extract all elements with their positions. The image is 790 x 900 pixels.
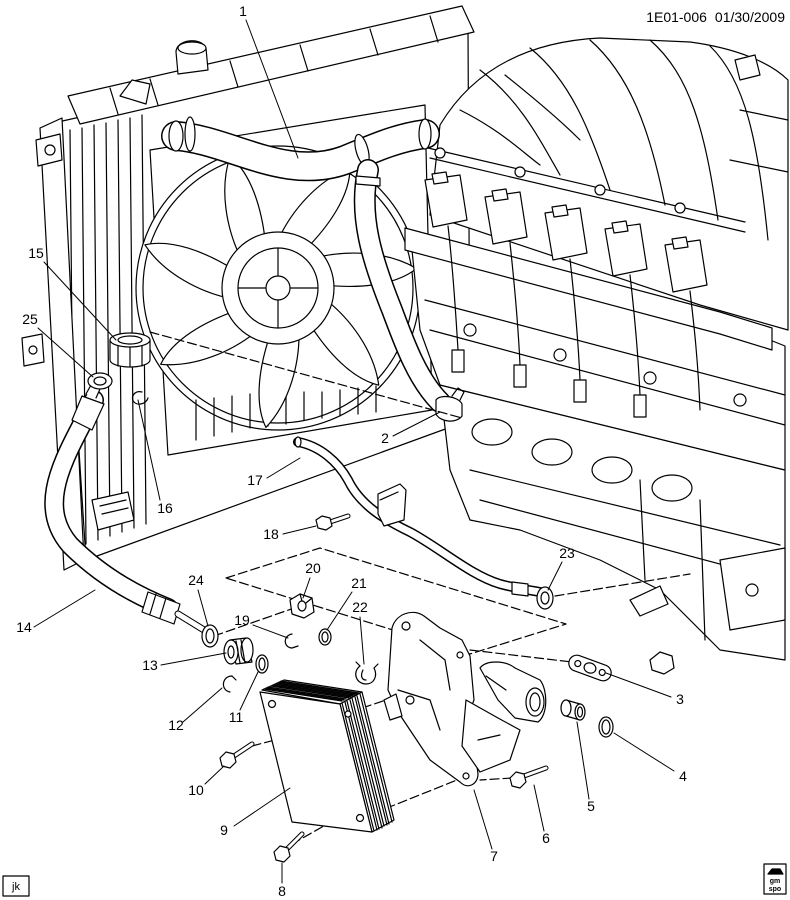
callout-12: 12	[168, 687, 223, 733]
o-ring-4	[598, 716, 614, 738]
callout-9: 9	[220, 787, 291, 838]
callout-15: 15	[28, 245, 117, 341]
svg-text:6: 6	[542, 830, 550, 846]
artist-initials-box: jk	[2, 875, 30, 897]
callout-21: 21	[326, 575, 367, 631]
diagram-date: 01/30/2009	[715, 9, 785, 25]
oil-cooler	[259, 679, 395, 833]
svg-text:5: 5	[587, 798, 595, 814]
clip-12	[222, 675, 237, 693]
callout-18: 18	[263, 525, 317, 542]
artist-initials: jk	[11, 881, 20, 893]
diagram-reference: 1E01-006 01/30/2009	[646, 9, 785, 25]
fitting-15	[109, 332, 151, 368]
svg-text:3: 3	[676, 691, 684, 707]
svg-text:12: 12	[168, 717, 184, 733]
callout-11: 11	[229, 671, 259, 725]
callout-6: 6	[533, 784, 550, 846]
valve-cover	[404, 227, 773, 351]
coolant-hose	[353, 159, 451, 413]
clip-16	[131, 391, 149, 405]
radiator-hose-upper	[161, 116, 440, 182]
callout-4: 4	[613, 732, 687, 784]
bolt-10	[219, 741, 255, 769]
callout-23: 23	[547, 545, 575, 591]
pipe-17	[293, 436, 545, 597]
nut-20	[289, 593, 315, 619]
svg-text:20: 20	[305, 560, 321, 576]
callout-13: 13	[142, 652, 227, 673]
callout-2: 2	[381, 411, 441, 446]
ring-24	[201, 624, 219, 648]
alignment-lines	[149, 331, 691, 845]
diagram-code: 1E01-006	[646, 9, 707, 25]
svg-text:18: 18	[263, 526, 279, 542]
svg-text:19: 19	[234, 612, 250, 628]
adapter-plate	[383, 611, 479, 787]
callout-17: 17	[247, 457, 301, 488]
svg-text:17: 17	[247, 472, 263, 488]
bolt-8	[273, 831, 305, 863]
tube-5	[560, 699, 586, 721]
svg-text:1: 1	[239, 3, 247, 19]
svg-text:24: 24	[188, 572, 204, 588]
svg-text:23: 23	[559, 545, 575, 561]
svg-text:22: 22	[352, 599, 368, 615]
svg-text:11: 11	[229, 709, 244, 725]
logo-line1: gm	[770, 878, 781, 885]
svg-text:8: 8	[278, 883, 286, 899]
callout-25: 25	[22, 311, 94, 378]
callout-14: 14	[16, 589, 96, 635]
svg-text:21: 21	[351, 575, 367, 591]
callout-3: 3	[605, 672, 684, 707]
callout-8: 8	[278, 862, 286, 899]
washer-25	[87, 372, 113, 390]
callout-5: 5	[576, 721, 595, 814]
cooling-fan	[144, 155, 418, 429]
callout-20: 20	[302, 560, 321, 599]
fitting-13	[223, 637, 254, 665]
hose-clamp	[435, 387, 465, 422]
callout-7: 7	[473, 789, 498, 864]
callout-16: 16	[137, 399, 173, 516]
ring-11	[255, 654, 269, 674]
engine-block	[439, 384, 786, 675]
clip-22	[355, 661, 379, 685]
logo-line2: spo	[769, 886, 781, 893]
callout-24: 24	[188, 572, 209, 627]
ring-21	[318, 628, 332, 646]
gasket-3	[568, 654, 612, 682]
ignition-coils	[424, 171, 708, 418]
svg-text:10: 10	[188, 782, 204, 798]
svg-text:15: 15	[28, 245, 44, 261]
svg-text:25: 25	[22, 311, 38, 327]
callout-19: 19	[234, 612, 289, 639]
svg-text:9: 9	[220, 822, 228, 838]
fuel-rail	[427, 147, 746, 233]
bolt-6	[509, 765, 549, 789]
svg-text:16: 16	[157, 500, 173, 516]
callout-10: 10	[188, 765, 225, 798]
svg-text:2: 2	[381, 430, 389, 446]
callouts: 1 2 3 4 5 6 7 8 9 10 11 12 13 14 15 16 1…	[16, 3, 687, 899]
svg-text:13: 13	[142, 657, 158, 673]
callout-1: 1	[239, 3, 299, 159]
svg-text:4: 4	[679, 768, 687, 784]
gm-spo-logo: gm spo	[763, 863, 787, 895]
clip-19	[284, 633, 299, 649]
thermostat-housing	[461, 661, 547, 773]
svg-text:14: 14	[16, 619, 32, 635]
callout-22: 22	[352, 599, 368, 665]
fitting-23	[536, 586, 554, 610]
bolt-18	[315, 513, 351, 531]
svg-text:7: 7	[490, 848, 498, 864]
